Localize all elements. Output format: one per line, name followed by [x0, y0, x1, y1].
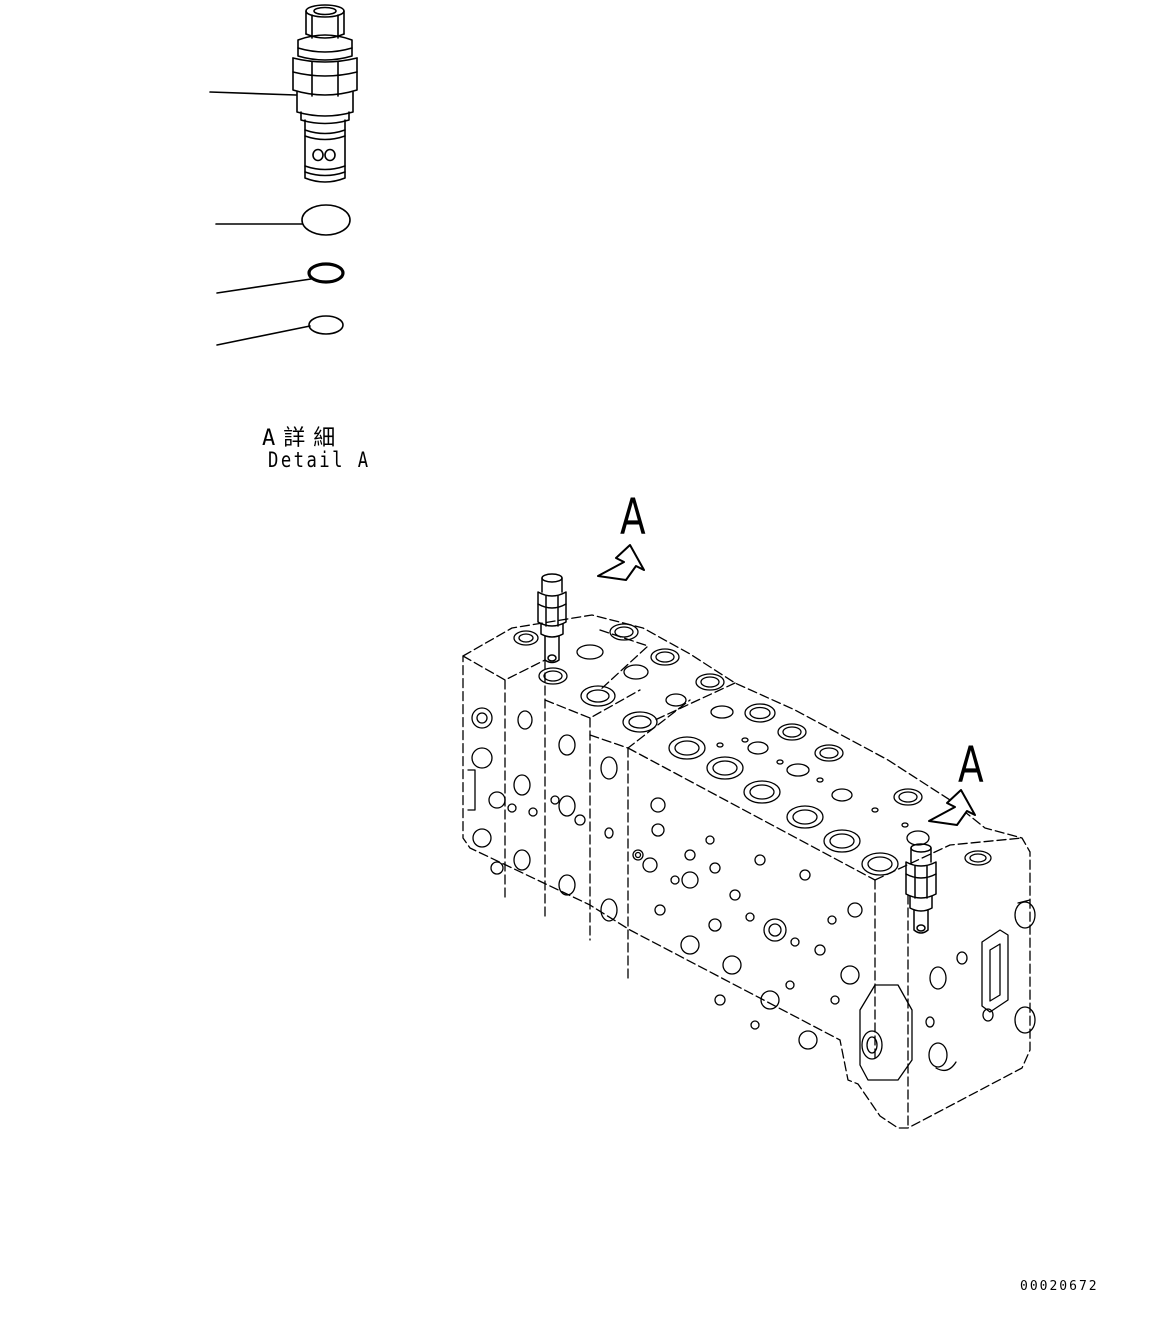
installed-relief-valve-1 — [537, 573, 567, 664]
detail-caption-english: Detail A — [268, 448, 371, 472]
drawing-number: 00020672 — [1020, 1279, 1099, 1294]
detail-caption-japanese: A詳細 — [262, 426, 344, 451]
view-callout-a-right: A — [958, 736, 984, 794]
view-callout-a-left: A — [620, 488, 646, 546]
view-arrow-1 — [597, 544, 645, 581]
view-arrow-2 — [928, 789, 976, 826]
installed-relief-valve-2 — [905, 843, 937, 934]
valve-cartridge — [209, 4, 358, 183]
o-ring-thick — [216, 262, 345, 294]
backup-ring-large — [215, 204, 351, 236]
backup-ring-small — [216, 315, 344, 346]
control-valve-block — [462, 544, 1036, 1129]
